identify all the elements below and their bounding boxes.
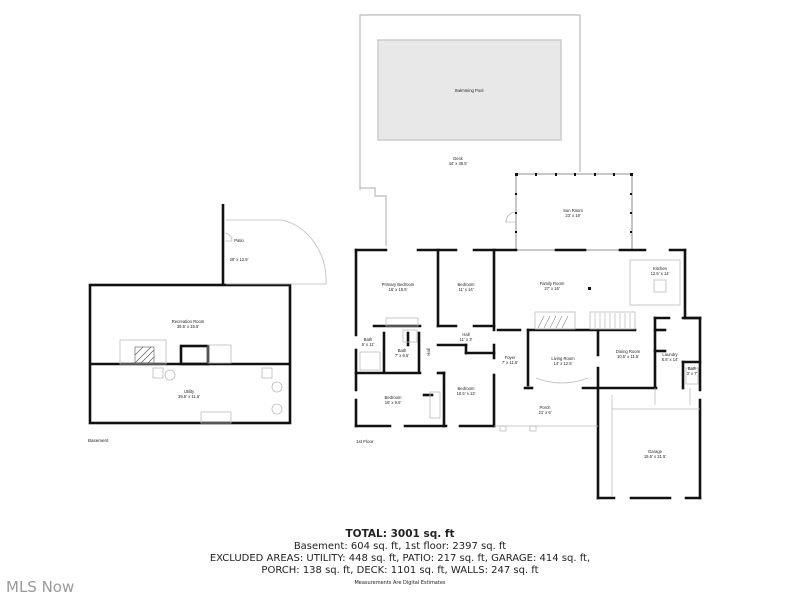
deck-label: Deck xyxy=(453,156,463,161)
basement-labels: Patio 20' x 12.5' Recreation Room 39.5' … xyxy=(172,238,249,399)
basement-label: Basement xyxy=(88,438,109,443)
svg-text:Kitchen: Kitchen xyxy=(653,266,668,271)
svg-text:10.5' x 13': 10.5' x 13' xyxy=(457,391,476,396)
svg-text:Bedroom: Bedroom xyxy=(458,386,476,391)
svg-text:Recreation Room: Recreation Room xyxy=(172,319,205,324)
svg-text:14' x 12.5': 14' x 12.5' xyxy=(554,361,573,366)
svg-text:39.5' x 11.5': 39.5' x 11.5' xyxy=(178,394,200,399)
svg-text:Utility: Utility xyxy=(184,389,195,394)
floor-areas: Basement: 604 sq. ft, 1st floor: 2397 sq… xyxy=(293,541,507,552)
svg-text:27' x 16': 27' x 16' xyxy=(544,286,560,291)
svg-text:Hall: Hall xyxy=(462,332,469,337)
excluded-areas-cont: PORCH: 138 sq. ft, DECK: 1101 sq. ft, WA… xyxy=(261,565,539,576)
svg-text:Hall: Hall xyxy=(426,348,431,355)
svg-text:20' x 12.5': 20' x 12.5' xyxy=(230,257,249,262)
svg-text:Bath: Bath xyxy=(398,348,407,353)
deck xyxy=(359,14,581,246)
svg-text:5.5' x 14': 5.5' x 14' xyxy=(662,357,679,362)
svg-text:Porch: Porch xyxy=(540,405,552,410)
svg-text:3' x 7': 3' x 7' xyxy=(687,371,698,376)
sun-room-dims: 23' x 19' xyxy=(565,213,581,218)
basement-thin xyxy=(119,219,327,424)
svg-text:12.5' x 14': 12.5' x 14' xyxy=(651,271,670,276)
basement-hatch xyxy=(134,346,155,364)
measurement-note: Measurements Are Digital Estimates xyxy=(354,580,446,586)
sun-room-label: Sun Room xyxy=(563,208,583,213)
svg-text:21' x 6': 21' x 6' xyxy=(538,410,551,415)
deck-dims: 44' x 48.5' xyxy=(449,161,468,166)
column-marker xyxy=(588,287,591,290)
first-floor-thin-lines xyxy=(359,259,700,497)
svg-text:Bedroom: Bedroom xyxy=(385,395,403,400)
svg-text:5' x 11': 5' x 11' xyxy=(362,342,375,347)
svg-text:Patio: Patio xyxy=(234,238,244,243)
swimming-pool xyxy=(377,39,562,141)
total-area: TOTAL: 3001 sq. ft xyxy=(345,528,455,540)
first-floor-labels: Primary Bedroom 16' x 15.5' Bedroom 11' … xyxy=(362,266,698,459)
pool-label: Swimming Pool xyxy=(455,88,484,93)
svg-text:7' x 11.5': 7' x 11.5' xyxy=(502,360,518,365)
first-floor-walls xyxy=(354,248,702,500)
excluded-areas: EXCLUDED AREAS: UTILITY: 448 sq. ft, PAT… xyxy=(209,553,591,564)
svg-text:Primary Bedroom: Primary Bedroom xyxy=(382,282,415,287)
svg-text:19.5' x 21.5': 19.5' x 21.5' xyxy=(644,454,667,459)
svg-text:Family Room: Family Room xyxy=(540,281,565,286)
watermark: MLS Now xyxy=(6,578,75,596)
first-floor-label: 1st Floor xyxy=(356,439,374,444)
fireplace-hatch xyxy=(537,315,569,329)
svg-text:Bath: Bath xyxy=(688,366,697,371)
svg-text:Bedroom: Bedroom xyxy=(458,282,476,287)
svg-text:Living Room: Living Room xyxy=(551,356,575,361)
svg-text:16' x 9.5': 16' x 9.5' xyxy=(385,400,402,405)
svg-text:10.5' x 11.5': 10.5' x 11.5' xyxy=(617,354,639,359)
svg-text:Dining Room: Dining Room xyxy=(616,349,641,354)
svg-text:16' x 15.5': 16' x 15.5' xyxy=(389,287,408,292)
svg-text:Laundry: Laundry xyxy=(662,352,678,357)
stairs-first xyxy=(594,313,631,328)
svg-text:Bath: Bath xyxy=(364,337,373,342)
svg-text:11' x 3': 11' x 3' xyxy=(460,337,473,342)
svg-text:39.5' x 15.5': 39.5' x 15.5' xyxy=(177,324,200,329)
svg-text:11' x 14': 11' x 14' xyxy=(458,287,473,292)
svg-text:Garage: Garage xyxy=(648,449,663,454)
svg-text:Foyer: Foyer xyxy=(505,355,516,360)
svg-text:7' x 6.5': 7' x 6.5' xyxy=(395,353,409,358)
